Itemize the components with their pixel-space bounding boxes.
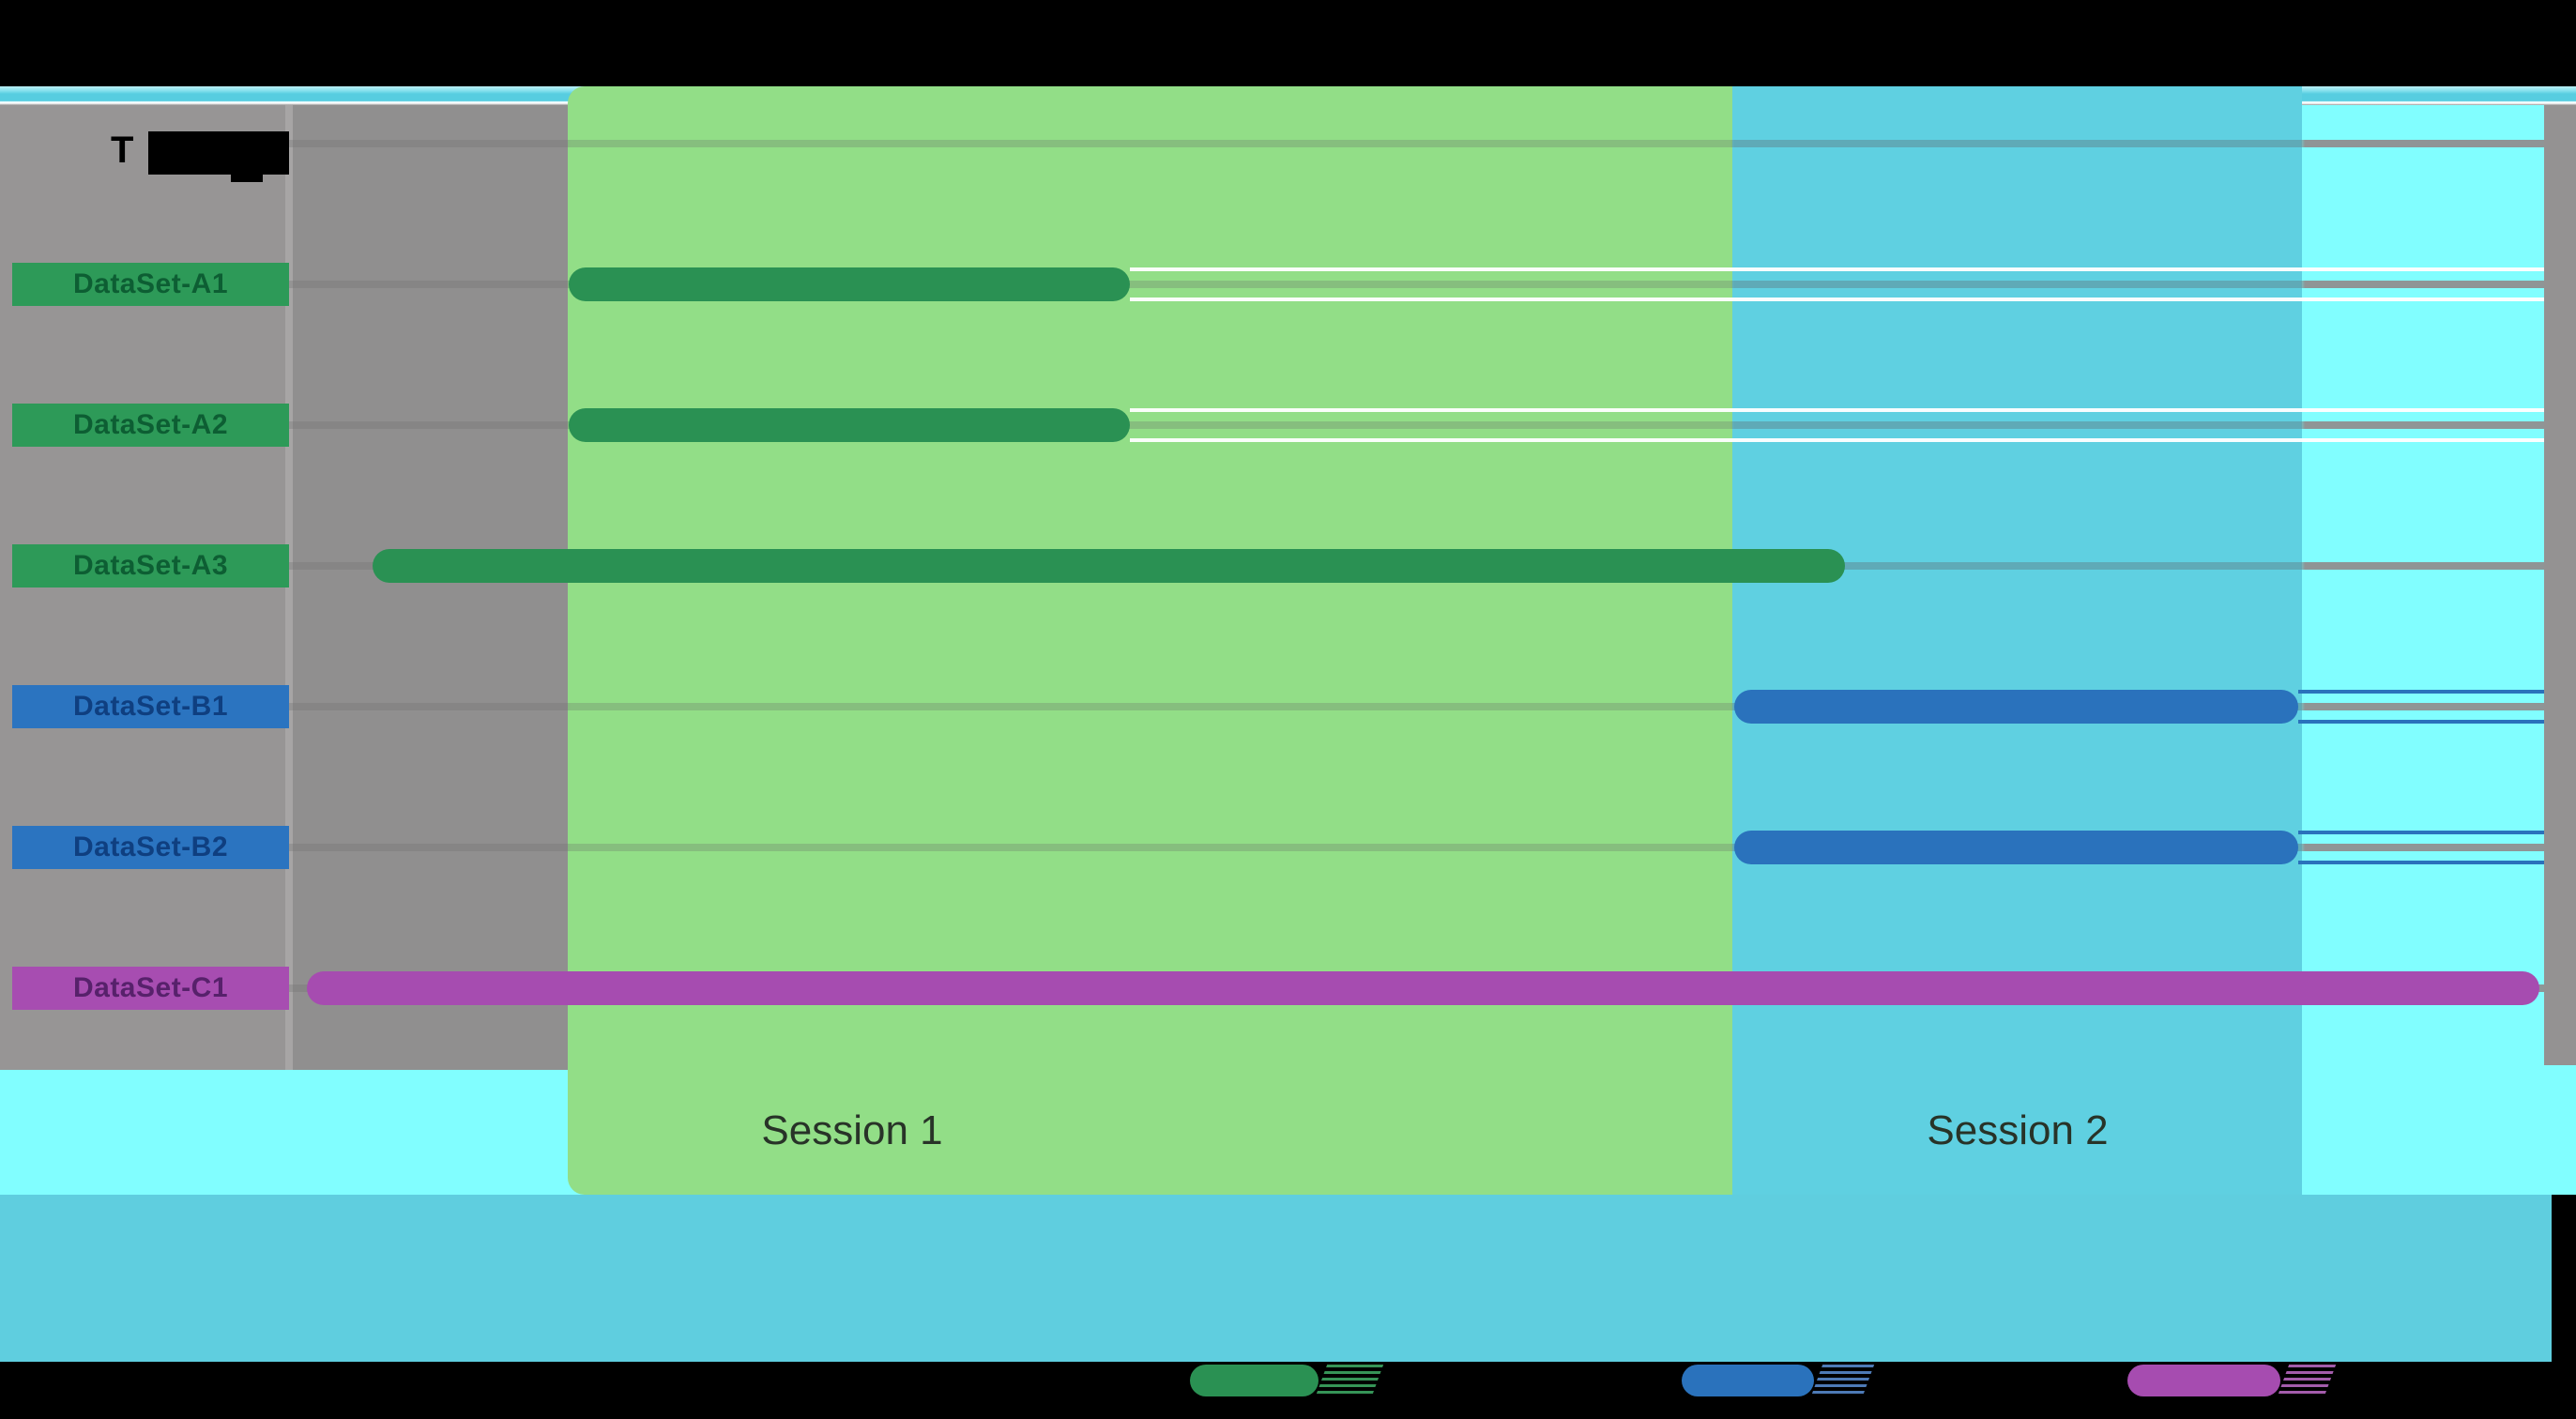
row-gridline [289,844,2544,851]
legend-green-glitch-sliver [1315,1365,1384,1396]
session1-caption: Session 1 [761,1107,943,1153]
row-label: DataSet-C1 [12,967,289,1010]
legend-swatch-blue [1682,1365,1814,1396]
header-gridline [289,140,2544,147]
task-bar [1734,690,2299,724]
bar-track-extension [2298,831,2544,864]
row-gridline [289,421,2544,429]
task-bar [1734,831,2299,864]
row-label: DataSet-A2 [12,404,289,447]
task-bar [307,971,2540,1005]
gutter-divider-line [285,105,293,1070]
session2-band [1732,86,2302,1195]
row-gridline [289,703,2544,710]
row-label: DataSet-B1 [12,685,289,728]
row-gridline [289,281,2544,288]
pre-session-gray-panel [293,105,568,1070]
bar-track-extension [1130,267,2544,301]
row-label: DataSet-A3 [12,544,289,587]
row-label: DataSet-B2 [12,826,289,869]
legend-swatch-purple [2127,1365,2280,1396]
bottom-cyan-band [0,1195,2552,1362]
right-gray-column [2544,105,2576,1065]
top-black-bar [0,0,2576,86]
row-label-gutter [0,105,285,1070]
task-bar [372,549,1846,583]
bar-track-extension [1130,408,2544,442]
task-bar [568,408,1131,442]
header-column-label: T [111,130,134,171]
legend-swatch-green [1190,1365,1318,1396]
bar-track-extension [2298,690,2544,724]
session2-caption: Session 2 [1927,1107,2109,1153]
task-bar [568,267,1131,301]
header-redaction-box-step [231,173,263,182]
session1-band [568,86,1732,1195]
header-redaction-box [148,131,289,175]
row-label: DataSet-A1 [12,263,289,306]
